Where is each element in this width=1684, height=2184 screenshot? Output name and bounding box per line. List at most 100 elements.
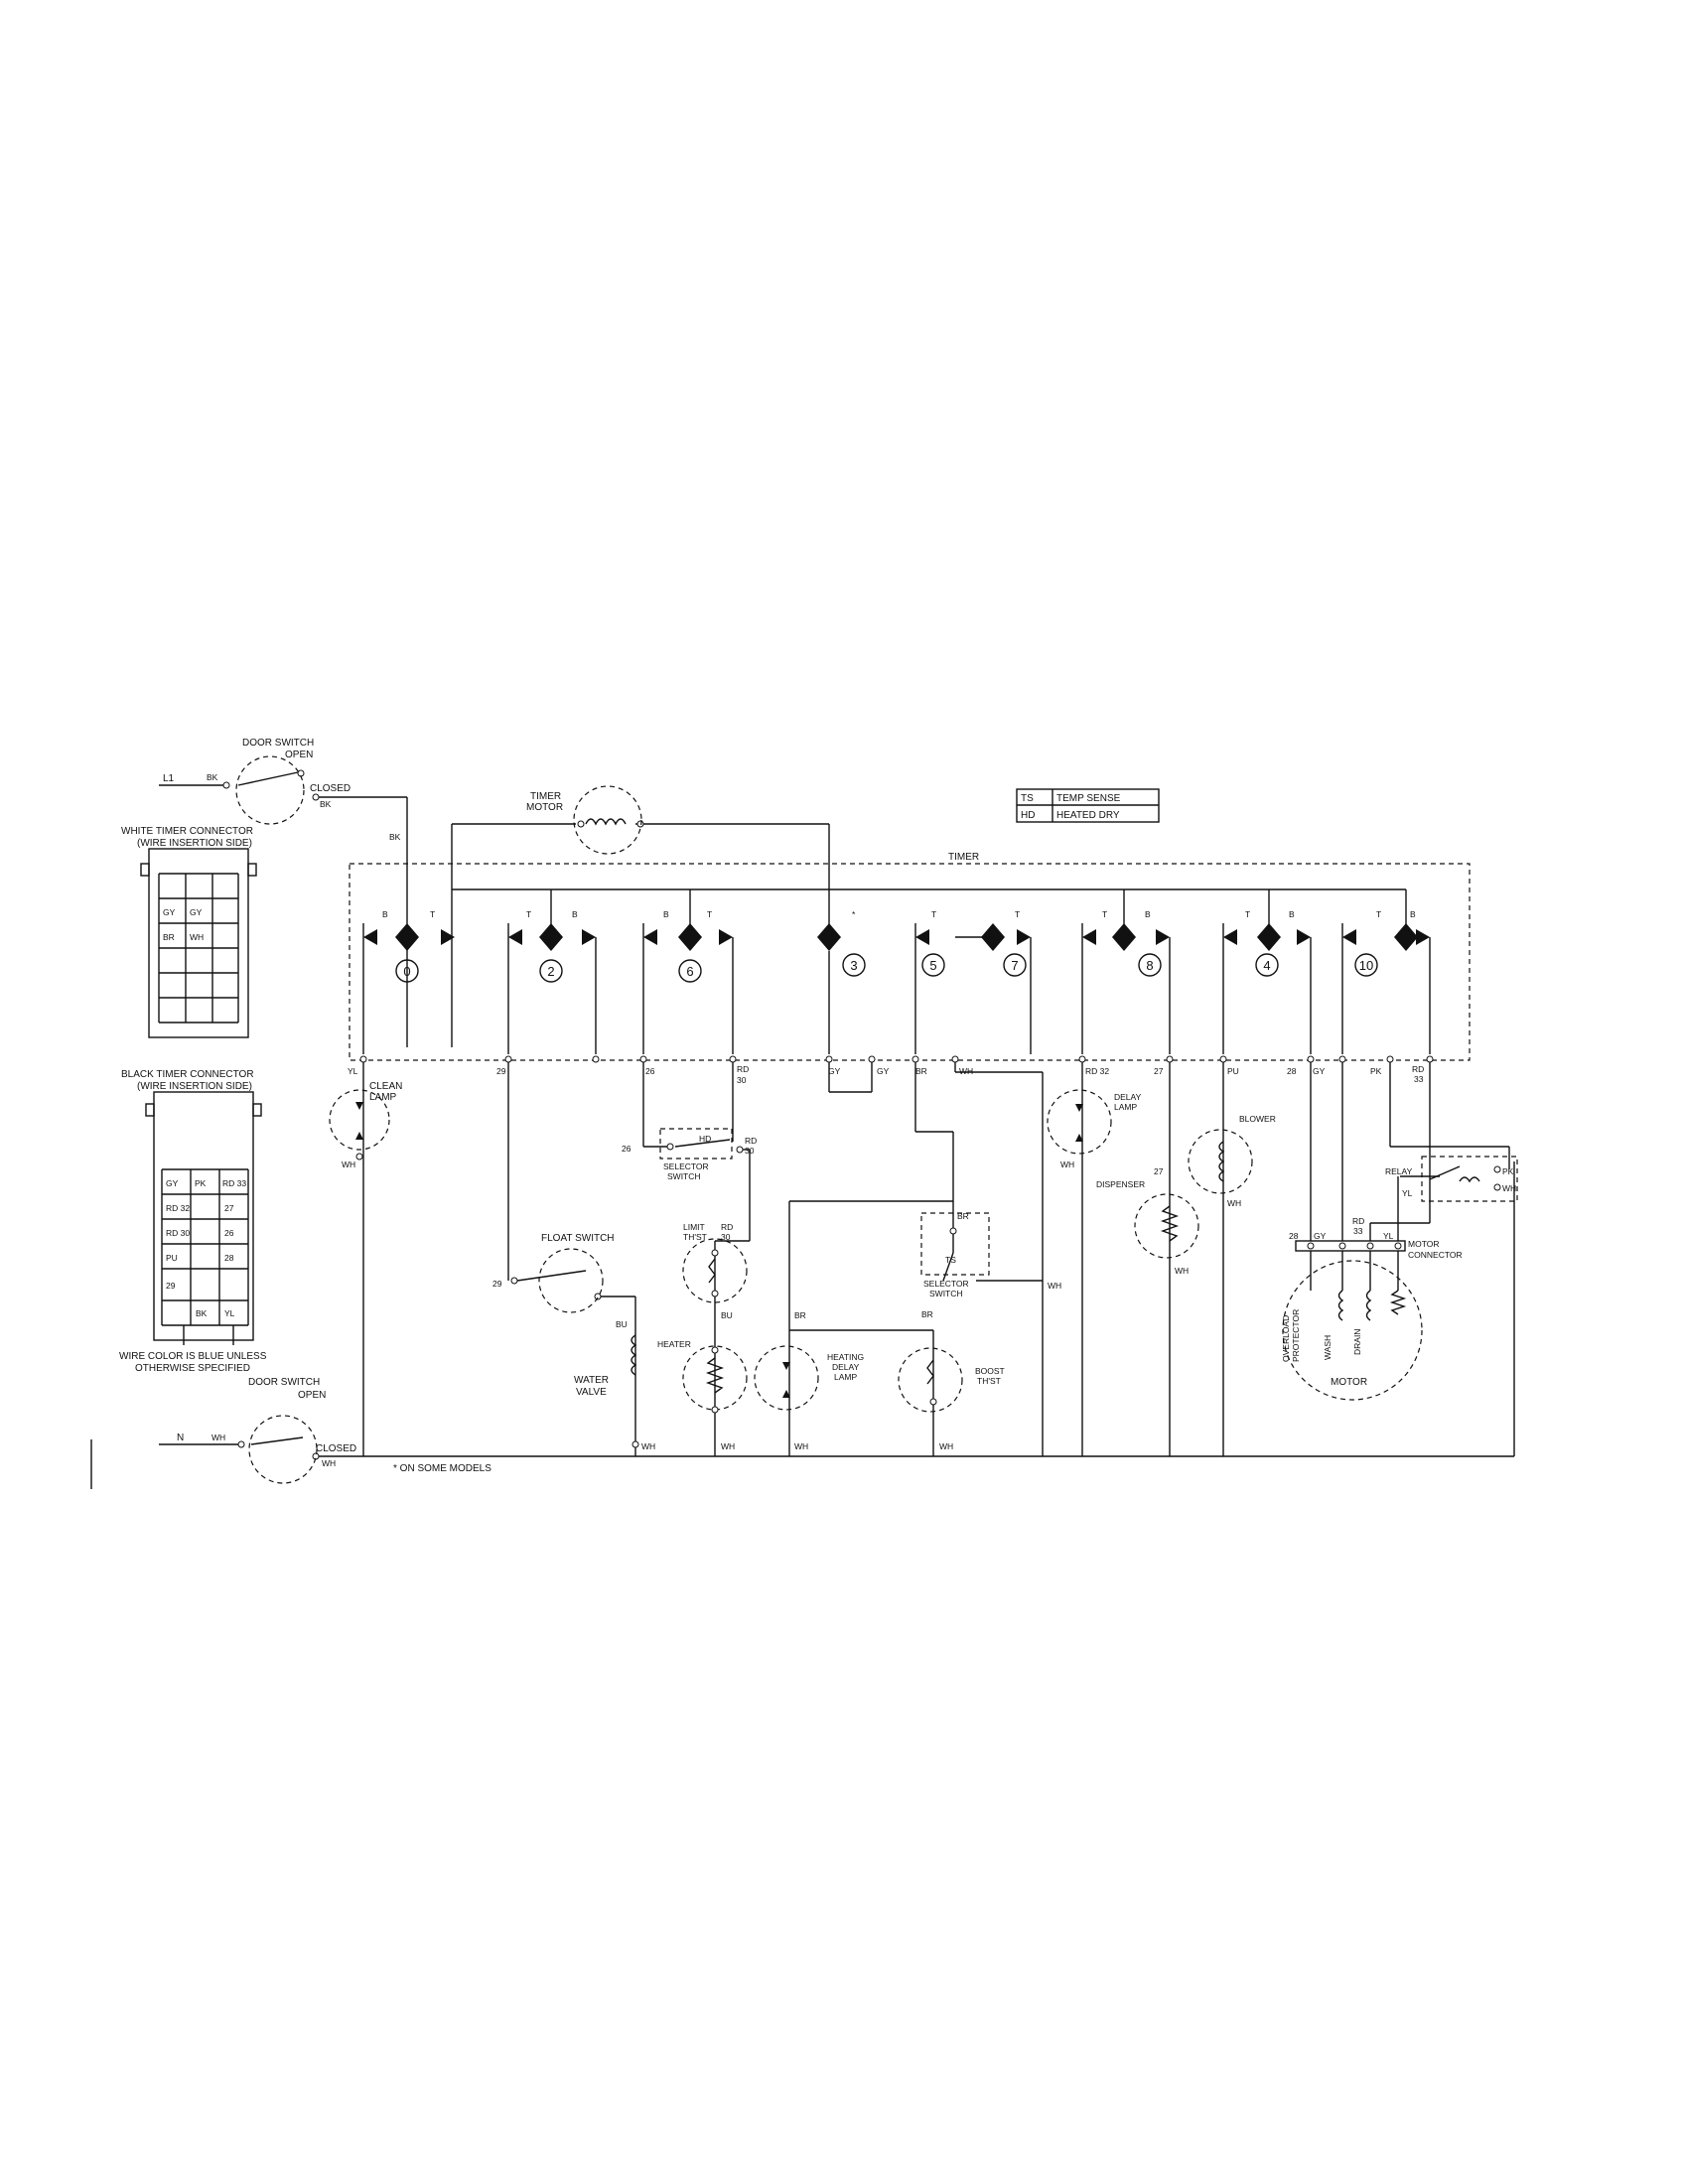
cam-6-top2: T [707,909,712,919]
door-switch-bottom-wh: WH [322,1458,336,1468]
heater-label: HEATER [657,1339,691,1349]
rd32-label: RD 32 [1085,1066,1109,1076]
wash-label: WASH [1323,1335,1333,1360]
wh-blower-label: WH [1227,1198,1241,1208]
n-label: N [177,1433,184,1443]
legend-hd-code: HD [1021,810,1035,821]
wire-note-2: OTHERWISE SPECIFIED [135,1363,250,1374]
boost-label-2: TH'ST [977,1376,1001,1386]
white-cell-gy1: GY [163,907,176,917]
cam-6-number: 6 [686,964,693,979]
cam-10-top: T [1376,909,1381,919]
br-b-label: BR [921,1309,933,1319]
cam-6-top: B [663,909,669,919]
float-switch-branch [507,1062,639,1456]
mc-yl-label: YL [1383,1231,1394,1241]
cam-4-top: T [1245,909,1250,919]
legend-ts-code: TS [1021,793,1034,804]
rd30-label: RD [737,1064,749,1074]
wh-delay-label: WH [1060,1160,1074,1169]
float-switch-label: FLOAT SWITCH [541,1233,615,1244]
w28-label: 28 [1287,1066,1297,1076]
overload-label-2: PROTECTOR [1291,1309,1301,1362]
black-cell-28: 28 [224,1253,234,1263]
cam-10-top2: B [1410,909,1416,919]
br-t-label: BR [915,1066,927,1076]
heating-label-2: DELAY [832,1362,860,1372]
cam-2-top: T [526,909,531,919]
black-cell-bk: BK [196,1308,208,1318]
cam-circles [395,953,1378,983]
black-cell-pu: PU [166,1253,178,1263]
door-switch-bottom [248,1415,318,1484]
wh-sel-label: WH [1048,1281,1061,1291]
w26-label: 26 [645,1066,655,1076]
legend [1016,788,1160,823]
wh-clean-label: WH [342,1160,355,1169]
white-cell-wh: WH [190,932,204,942]
timer-terminals [359,1055,1434,1063]
cam-7-number: 7 [1011,958,1018,973]
door-switch-bottom-title: DOOR SWITCH [248,1377,320,1388]
timer-cams [362,923,1431,1054]
timer-bus [406,874,1407,1047]
selector2-label-1: SELECTOR [923,1279,969,1289]
white-timer-connector [140,848,257,1038]
cam-3-number: 3 [850,958,857,973]
door-switch-top-closed: CLOSED [310,783,351,794]
l1-bk-label: BK [207,772,218,782]
pk-t-label: PK [1370,1066,1382,1076]
w29-label: 29 [496,1066,506,1076]
selector-label-2: SWITCH [667,1171,701,1181]
black-cell-rd30: RD 30 [166,1228,190,1238]
rd33n-label: 33 [1414,1074,1424,1084]
cam-8-number: 8 [1146,958,1153,973]
timer-motor [451,785,830,874]
relay-label: RELAY [1385,1166,1413,1176]
bu-label: BU [616,1319,628,1329]
gy2-label: GY [877,1066,890,1076]
timer-box [349,863,1471,1061]
heater-branch [642,1062,751,1456]
wh-boost-label: WH [939,1441,953,1451]
white-cell-gy2: GY [190,907,203,917]
bk-feed-label: BK [389,832,401,842]
wh-valve-label: WH [641,1441,655,1451]
mc-gy-label: GY [1314,1231,1327,1241]
br-a-label: BR [794,1310,806,1320]
timer-motor-label-2: MOTOR [526,802,563,813]
water-valve-label-2: VALVE [576,1387,607,1398]
ts-label: TS [945,1255,956,1265]
selector2-branch [828,1062,1044,1456]
yl-relay-label: YL [1402,1188,1413,1198]
overload-label-1: OVERLOAD [1281,1315,1291,1362]
cam-0-number: 0 [403,964,410,979]
clean-lamp-label-2: LAMP [369,1092,397,1103]
heating-label-3: LAMP [834,1372,857,1382]
motor-label: MOTOR [1331,1377,1367,1388]
l1-label: L1 [163,773,175,784]
black-cell-rd33: RD 33 [222,1178,246,1188]
w26b-label: 26 [622,1144,632,1154]
rd30n-label: 30 [737,1075,747,1085]
mc-28-label: 28 [1289,1231,1299,1241]
cam-8-top: T [1102,909,1107,919]
n-line [159,1161,1515,1460]
clean-lamp-branch [329,1062,390,1456]
clean-lamp-label-1: CLEAN [369,1081,402,1092]
w29b-label: 29 [492,1279,502,1289]
dispenser-label: DISPENSER [1096,1179,1145,1189]
legend-ts-text: TEMP SENSE [1056,793,1121,804]
black-cell-29: 29 [166,1281,176,1291]
mc-rd-label: RD [1352,1216,1364,1226]
gy-t-label: GY [1313,1066,1326,1076]
cam-5-number: 5 [929,958,936,973]
delay-label-1: DELAY [1114,1092,1142,1102]
some-models-note: * ON SOME MODELS [393,1463,491,1474]
pu-label: PU [1227,1066,1239,1076]
heating-boost-branch [754,1200,963,1456]
door-switch-bottom-closed: CLOSED [316,1443,356,1454]
rd30bn-label: 30 [745,1146,755,1156]
w27b-label: 27 [1154,1166,1164,1176]
